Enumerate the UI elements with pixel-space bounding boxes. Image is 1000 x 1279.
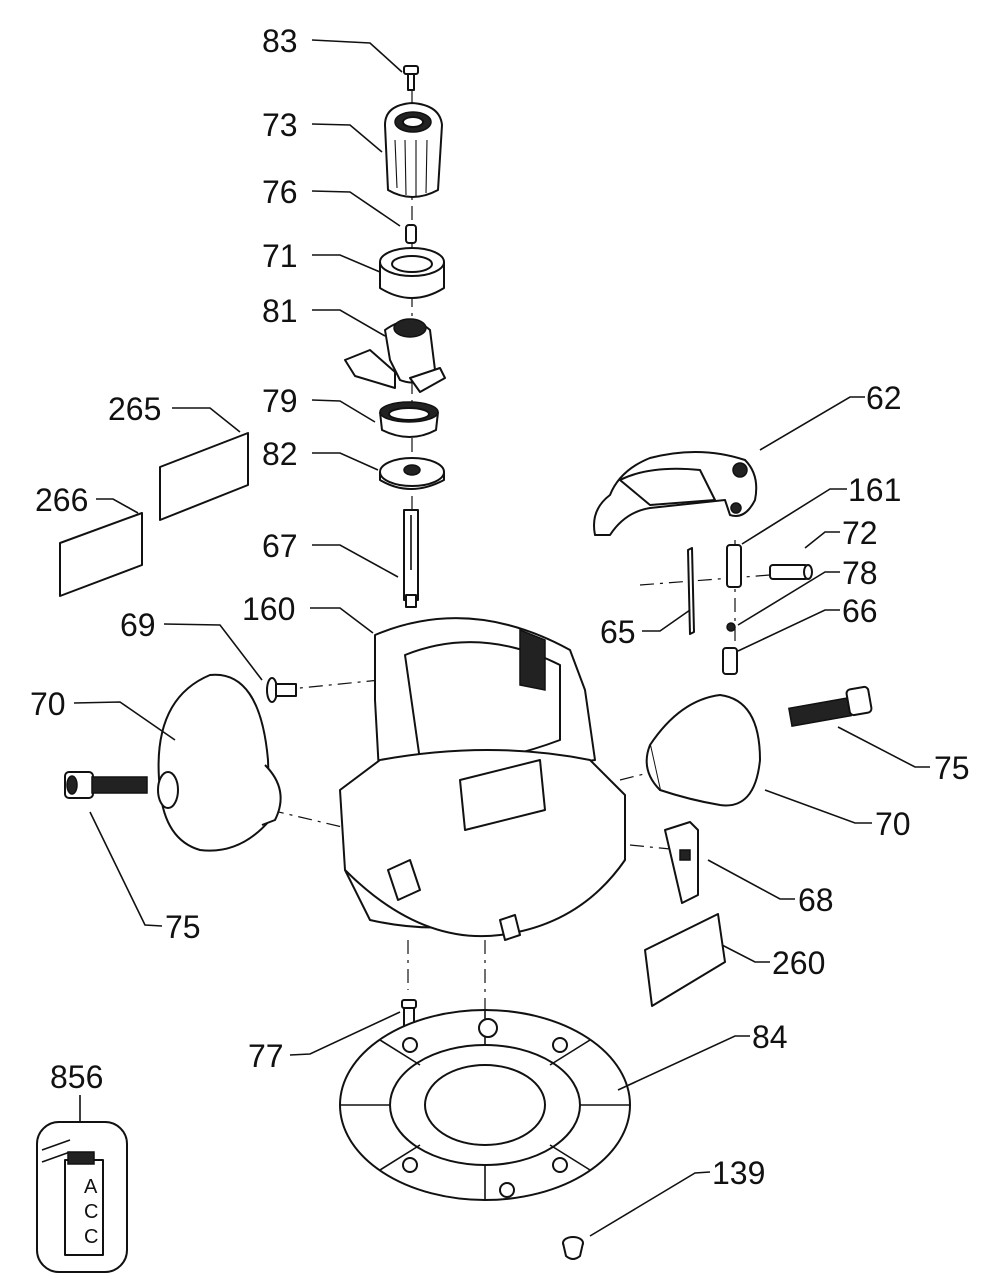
part-266-label xyxy=(59,512,143,597)
label-75-right: 75 xyxy=(934,750,970,786)
label-82: 82 xyxy=(262,436,298,472)
kit-label-letters: A C C xyxy=(84,1176,98,1248)
label-266: 266 xyxy=(35,482,88,518)
label-70-right: 70 xyxy=(875,806,911,842)
label-77: 77 xyxy=(248,1038,284,1074)
callout-labels: 83 73 76 71 81 79 82 67 160 69 70 70 75 … xyxy=(30,23,970,1191)
label-70-left: 70 xyxy=(30,686,66,722)
part-73-knob xyxy=(384,102,443,198)
label-79: 79 xyxy=(262,383,298,419)
part-260-label xyxy=(644,913,726,1007)
part-67-shaft xyxy=(403,509,419,608)
part-81-lever xyxy=(344,318,446,393)
part-62-lever xyxy=(593,451,758,536)
part-65-blade xyxy=(687,547,695,635)
part-70-knob-left xyxy=(157,673,282,852)
part-66-pin xyxy=(722,647,738,675)
part-856-kit xyxy=(36,1095,128,1273)
label-139: 139 xyxy=(712,1155,765,1191)
label-160: 160 xyxy=(242,591,295,627)
label-71: 71 xyxy=(262,238,298,274)
part-160-housing xyxy=(339,617,626,941)
label-856: 856 xyxy=(50,1059,103,1095)
part-79-spring xyxy=(379,401,439,438)
kit-letter-c2: C xyxy=(84,1226,98,1248)
part-76-pin xyxy=(405,224,417,244)
part-139-foot xyxy=(562,1236,584,1260)
kit-letter-a: A xyxy=(84,1176,98,1198)
part-75-screw-left xyxy=(64,771,148,799)
label-265: 265 xyxy=(108,391,161,427)
label-84: 84 xyxy=(752,1019,788,1055)
label-161: 161 xyxy=(848,472,901,508)
part-71-ring xyxy=(379,247,445,299)
label-72: 72 xyxy=(842,515,878,551)
part-82-washer xyxy=(379,457,445,490)
part-72-pin xyxy=(769,564,813,580)
label-78: 78 xyxy=(842,555,878,591)
part-83-screw xyxy=(403,65,419,91)
part-75-screw-right xyxy=(788,685,873,727)
label-66: 66 xyxy=(842,593,878,629)
part-265-label xyxy=(159,432,249,521)
leader-lines xyxy=(73,39,930,1237)
label-67: 67 xyxy=(262,528,298,564)
label-69: 69 xyxy=(120,607,156,643)
part-68-bracket xyxy=(664,821,699,904)
label-81: 81 xyxy=(262,293,298,329)
center-axis-lines xyxy=(269,90,771,1140)
label-76: 76 xyxy=(262,174,298,210)
label-73: 73 xyxy=(262,107,298,143)
label-65: 65 xyxy=(600,614,636,650)
part-161-pin xyxy=(726,544,742,588)
label-62: 62 xyxy=(866,380,902,416)
part-70-knob-right xyxy=(645,694,761,807)
part-78-clip xyxy=(726,622,736,632)
label-75-left: 75 xyxy=(165,909,201,945)
part-69-clip xyxy=(266,677,297,703)
part-84-base-plate xyxy=(339,1009,631,1201)
label-83: 83 xyxy=(262,23,298,59)
label-68: 68 xyxy=(798,882,834,918)
label-260: 260 xyxy=(772,945,825,981)
kit-letter-c1: C xyxy=(84,1201,98,1223)
